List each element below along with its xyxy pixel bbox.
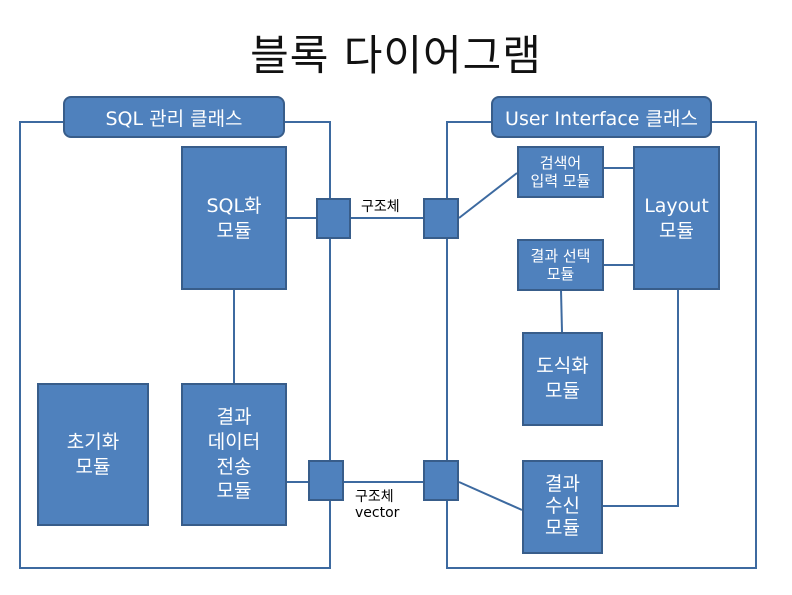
result-receive-module-line-2: 수신 — [545, 495, 580, 518]
result-select-module-line-1: 결과 선택 — [530, 247, 591, 265]
search-input-module-line-1: 검색어 — [539, 154, 582, 172]
connector-left-top — [316, 198, 351, 239]
layout-module-line-1: Layout — [644, 195, 709, 217]
result-transfer-module-line-2: 데이터 — [207, 430, 261, 453]
line-layout-to-receive — [603, 290, 679, 507]
init-module-line-2: 모듈 — [75, 455, 111, 478]
init-module-line-1: 초기화 — [66, 430, 120, 453]
result-select-module-line-2: 모듈 — [546, 265, 575, 283]
line-right-connector-bottom-to-receive — [458, 481, 523, 511]
result-select-module: 결과 선택 모듈 — [517, 239, 604, 291]
result-transfer-module-line-1: 결과 — [216, 406, 252, 429]
sql-class-header: SQL 관리 클래스 — [63, 96, 285, 138]
visualize-module: 도식화 모듈 — [522, 332, 603, 426]
link-label-vector: vector — [355, 505, 400, 521]
visualize-module-line-2: 모듈 — [545, 380, 580, 402]
result-transfer-module: 결과 데이터 전송 모듈 — [181, 383, 287, 526]
search-input-module-line-2: 입력 모듈 — [530, 172, 591, 190]
connector-right-top — [423, 198, 459, 239]
result-receive-module-line-1: 결과 — [545, 473, 580, 496]
search-input-module: 검색어 입력 모듈 — [517, 146, 604, 198]
result-receive-module: 결과 수신 모듈 — [522, 460, 603, 554]
connector-left-bottom — [308, 460, 344, 501]
link-label-struct-top: 구조체 — [361, 199, 400, 215]
visualize-module-line-1: 도식화 — [536, 355, 589, 378]
line-right-connector-top-to-search — [458, 172, 518, 219]
diagram-title: 블록 다이어그램 — [250, 31, 542, 80]
ui-class-header: User Interface 클래스 — [491, 96, 712, 138]
result-transfer-module-line-4: 모듈 — [216, 480, 252, 503]
sqlize-module-line-1: SQL화 — [206, 195, 262, 217]
result-transfer-module-line-3: 전송 — [216, 455, 252, 478]
layout-module: Layout 모듈 — [633, 146, 720, 290]
layout-module-line-2: 모듈 — [659, 219, 694, 242]
connector-right-bottom — [423, 460, 459, 501]
sqlize-module-line-2: 모듈 — [216, 219, 252, 242]
sqlize-module: SQL화 모듈 — [181, 146, 287, 290]
line-select-to-visualize — [560, 289, 563, 333]
result-receive-module-line-3: 모듈 — [545, 516, 580, 539]
link-label-struct-bottom: 구조체 — [355, 489, 394, 505]
init-module: 초기화 모듈 — [37, 383, 149, 526]
